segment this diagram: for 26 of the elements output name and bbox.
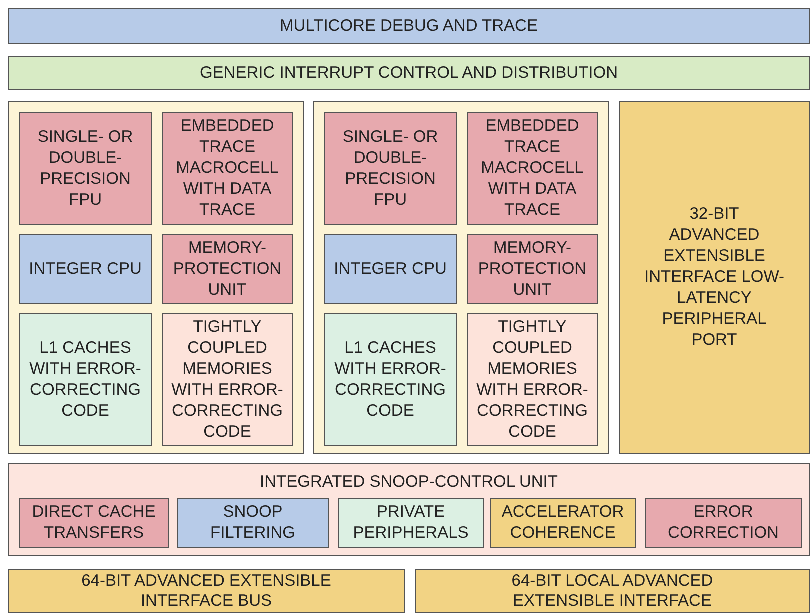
process-box: MEMORY-PROTECTION UNIT <box>162 234 293 304</box>
process-box: INTEGER CPU <box>324 234 457 304</box>
process-box: SINGLE- OR DOUBLE-PRECISION FPU <box>19 112 152 225</box>
core-cluster-panel <box>313 101 609 454</box>
panel-title: INTEGRATED SNOOP-CONTROL UNIT <box>259 472 559 493</box>
process-box: ERROR CORRECTION <box>645 498 802 548</box>
process-box: ACCELERATOR COHERENCE <box>490 498 636 548</box>
process-box: 32-BIT ADVANCED EXTENSIBLE INTERFACE LOW-LATENCY PERIPHERAL PORT <box>619 101 810 454</box>
process-box: MEMORY-PROTECTION UNIT <box>467 234 598 304</box>
process-box: EMBEDDED TRACE MACROCELL WITH DATA TRACE <box>162 112 293 225</box>
process-box: L1 CACHES WITH ERROR-CORRECTING CODE <box>19 313 152 446</box>
process-box: L1 CACHES WITH ERROR-CORRECTING CODE <box>324 313 457 446</box>
process-box: PRIVATE PERIPHERALS <box>338 498 484 548</box>
process-box: SINGLE- OR DOUBLE-PRECISION FPU <box>324 112 457 225</box>
banner-box: GENERIC INTERRUPT CONTROL AND DISTRIBUTION <box>8 56 810 90</box>
process-box: SNOOP FILTERING <box>177 498 329 548</box>
process-box: TIGHTLY COUPLED MEMORIES WITH ERROR-CORRECTING CODE <box>467 313 598 446</box>
bus-box: 64-BIT LOCAL ADVANCED EXTENSIBLE INTERFACE <box>415 569 810 613</box>
process-box: INTEGER CPU <box>19 234 152 304</box>
unit-panel <box>8 463 810 556</box>
process-box: DIRECT CACHE TRANSFERS <box>19 498 169 548</box>
bus-box: 64-BIT ADVANCED EXTENSIBLE INTERFACE BUS <box>8 569 405 613</box>
process-box: EMBEDDED TRACE MACROCELL WITH DATA TRACE <box>467 112 598 225</box>
banner-box: MULTICORE DEBUG AND TRACE <box>8 8 810 44</box>
process-box: TIGHTLY COUPLED MEMORIES WITH ERROR-CORRECTING CODE <box>162 313 293 446</box>
core-cluster-panel <box>8 101 304 454</box>
